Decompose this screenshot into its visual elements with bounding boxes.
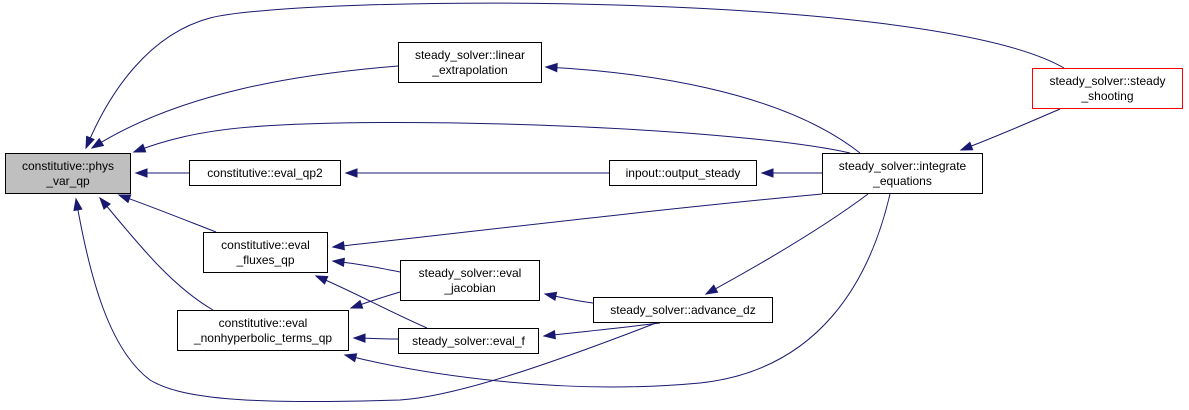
node-integrate-equations[interactable]: steady_solver::integrate_equations	[822, 153, 983, 194]
node-output-steady[interactable]: inpout::output_steady	[609, 160, 757, 186]
edge-steady_shooting-to-phys_var_qp	[85, 2, 1065, 150]
node-steady-shooting[interactable]: steady_solver::steady_shooting	[1032, 68, 1183, 109]
node-label-line: steady_solver::steady	[1049, 73, 1166, 88]
edge-arrowhead	[132, 143, 147, 153]
edge-line	[332, 193, 823, 248]
edge-eval_nonhyperbolic_terms_qp-to-phys_var_qp	[99, 196, 214, 311]
node-linear-extrapolation[interactable]: steady_solver::linear_extrapolation	[398, 42, 542, 83]
node-label-line: _fluxes_qp	[236, 252, 295, 267]
edge-arrowhead	[760, 168, 774, 178]
edge-arrowhead	[344, 168, 358, 178]
node-label-line: _jacobian	[444, 280, 496, 295]
edge-line	[543, 322, 661, 337]
node-eval-nonhyperbolic-terms-qp[interactable]: constitutive::eval_nonhyperbolic_terms_q…	[177, 310, 349, 351]
edge-output_steady-to-eval_qp2	[344, 168, 609, 178]
node-eval-fluxes-qp[interactable]: constitutive::eval_fluxes_qp	[203, 232, 328, 273]
edge-arrowhead	[352, 333, 366, 343]
node-label-line: constitutive::eval	[218, 315, 308, 330]
edge-arrowhead	[959, 141, 974, 151]
node-label-line: _equations	[873, 173, 932, 188]
node-label-line: _shooting	[1081, 88, 1134, 103]
edge-linear_extrapolation-to-phys_var_qp	[90, 65, 399, 149]
edge-arrowhead	[542, 330, 556, 340]
node-label-line: _nonhyperbolic_terms_qp	[193, 330, 333, 345]
edge-eval_fluxes_qp-to-phys_var_qp	[117, 194, 217, 233]
edge-integrate_equations-to-linear_extrapolation	[544, 62, 861, 154]
edge-arrowhead	[543, 291, 558, 301]
edge-eval_jacobian-to-eval_nonhyperbolic_terms_qp	[349, 291, 401, 309]
edge-line	[705, 193, 869, 295]
edge-steady_shooting-to-integrate_equations	[959, 108, 1061, 151]
node-label-line: constitutive::eval_qp2	[207, 165, 323, 180]
edge-advance_dz-to-phys_var_qp	[73, 197, 657, 403]
edge-arrowhead	[134, 168, 148, 178]
edge-advance_dz-to-eval_f	[542, 322, 661, 340]
node-phys-var-qp[interactable]: constitutive::phys_var_qp	[5, 153, 131, 194]
edge-line	[960, 108, 1061, 151]
edge-eval_jacobian-to-eval_fluxes_qp	[331, 257, 401, 273]
edge-integrate_equations-to-output_steady	[760, 168, 822, 178]
node-label-line: constitutive::phys	[21, 158, 115, 173]
edge-arrowhead	[704, 284, 719, 295]
edge-integrate_equations-to-phys_var_qp	[132, 122, 851, 154]
edge-arrowhead	[99, 196, 111, 210]
edge-arrowhead	[85, 135, 95, 150]
edge-line	[75, 198, 657, 403]
node-label-line: steady_solver::advance_dz	[610, 302, 756, 317]
node-label-line: inpout::output_steady	[625, 165, 741, 180]
edge-arrowhead	[544, 62, 558, 73]
node-label-line: steady_solver::linear	[414, 47, 526, 62]
node-label-line: steady_solver::integrate	[838, 158, 967, 173]
node-label-line: _var_qp	[46, 173, 90, 188]
node-label-line: steady_solver::eval_f	[412, 333, 525, 348]
edge-arrowhead	[117, 194, 132, 204]
edge-integrate_equations-to-advance_dz	[704, 193, 869, 295]
edge-line	[545, 66, 861, 154]
node-label-line: _extrapolation	[432, 62, 508, 77]
edge-line	[133, 122, 851, 154]
edge-line	[118, 194, 217, 233]
node-eval-qp2[interactable]: constitutive::eval_qp2	[189, 160, 341, 186]
node-label-line: steady_solver::eval	[418, 265, 522, 280]
edge-arrowhead	[73, 197, 83, 212]
node-advance-dz[interactable]: steady_solver::advance_dz	[593, 297, 773, 323]
edge-integrate_equations-to-eval_fluxes_qp	[331, 193, 823, 251]
edge-advance_dz-to-eval_jacobian	[543, 291, 594, 304]
edge-line	[85, 2, 1065, 149]
edge-arrowhead	[314, 275, 329, 285]
edge-arrowhead	[90, 137, 105, 149]
edge-line	[91, 65, 399, 149]
edge-arrowhead	[343, 353, 358, 363]
node-eval-jacobian[interactable]: steady_solver::eval_jacobian	[400, 260, 540, 301]
node-eval-f[interactable]: steady_solver::eval_f	[398, 328, 539, 354]
edge-eval_f-to-eval_nonhyperbolic_terms_qp	[352, 333, 399, 343]
edge-eval_qp2-to-phys_var_qp	[134, 168, 189, 178]
edge-arrowhead	[331, 257, 345, 268]
edge-integrate_equations-to-eval_nonhyperbolic_terms_qp	[343, 193, 891, 388]
node-label-line: constitutive::eval	[221, 237, 310, 252]
edge-line	[99, 197, 214, 311]
edge-line	[344, 193, 891, 388]
edge-arrowhead	[331, 241, 345, 251]
edge-arrowhead	[349, 299, 364, 309]
